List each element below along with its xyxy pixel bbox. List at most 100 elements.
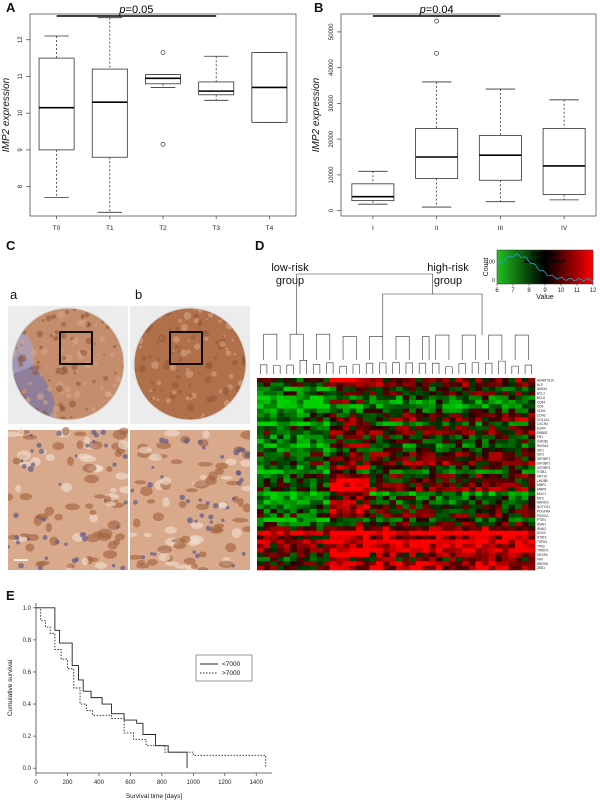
heatmap-cell (396, 552, 403, 558)
heatmap-cell (422, 530, 430, 536)
heatmap-cell (475, 526, 483, 532)
heatmap-cell (323, 556, 331, 562)
gene-label: TGFB1 (537, 540, 547, 544)
heatmap-cell (356, 526, 364, 532)
heatmap-cell (435, 417, 443, 422)
heatmap-cell (362, 478, 370, 484)
heatmap-cell (442, 526, 450, 532)
heatmap-cell (356, 495, 364, 501)
heatmap-cell (429, 513, 437, 518)
heatmap-cell (283, 500, 291, 505)
heatmap-cell (515, 452, 523, 457)
heatmap-cell (316, 482, 324, 488)
heatmap-cell (369, 404, 377, 409)
heatmap-cell (263, 517, 271, 523)
heatmap-cell (336, 500, 344, 505)
heatmap-cell (495, 417, 503, 422)
heatmap-cell (389, 465, 397, 470)
heatmap-cell (276, 500, 284, 505)
heatmap-cell (482, 543, 489, 549)
heatmap-cell (468, 456, 476, 462)
heatmap-cell (468, 391, 476, 396)
tissue-texture (206, 362, 213, 369)
heatmap-cell (415, 478, 423, 484)
heatmap-cell (501, 526, 509, 532)
heatmap-cell (448, 426, 456, 431)
heatmap-cell (290, 460, 298, 466)
heatmap-cell (415, 522, 423, 527)
nucleus (233, 449, 240, 456)
heatmap-cell (263, 417, 271, 422)
tissue-texture (62, 355, 67, 361)
tissue-texture (85, 337, 93, 345)
heatmap-cell (448, 430, 456, 436)
heatmap-cell (290, 465, 298, 470)
heatmap-cell (435, 404, 443, 409)
heatmap-cell (528, 543, 536, 549)
heatmap-cell (429, 491, 437, 497)
heatmap-cell (389, 447, 397, 453)
dendrogram-branch (435, 334, 450, 360)
heatmap-cell (488, 552, 496, 558)
heatmap-cell (369, 465, 377, 470)
heatmap-cell (323, 399, 331, 405)
heatmap-cell (455, 478, 463, 484)
heatmap-cell (422, 430, 430, 436)
heatmap-cell (409, 552, 417, 558)
heatmap-cell (515, 395, 523, 401)
heatmap-cell (296, 495, 304, 501)
heatmap-cell (343, 404, 350, 409)
heatmap-cell (356, 474, 364, 479)
heatmap-cell (263, 460, 271, 466)
heatmap-cell (389, 382, 397, 388)
heatmap-cell (309, 460, 317, 466)
heatmap-cell (495, 504, 503, 510)
heatmap-cell (422, 526, 430, 532)
heatmap-cell (362, 404, 370, 409)
heatmap-cell (468, 378, 476, 383)
heatmap-cell (508, 513, 516, 518)
dendrogram-branch (498, 360, 506, 374)
heatmap-cell (323, 408, 331, 414)
heatmap-cell (501, 530, 509, 536)
heatmap-cell (369, 408, 377, 414)
heatmap-cell (455, 426, 463, 431)
heatmap-cell (296, 539, 304, 545)
heatmap-cell (521, 412, 529, 418)
cell-texture (171, 538, 186, 543)
heatmap-cell (382, 465, 390, 470)
gene-label: TP53 (537, 544, 545, 548)
cell-texture (33, 516, 43, 526)
heatmap-cell (462, 408, 470, 414)
y-tick-label: 10000 (329, 166, 335, 183)
heatmap-cell (303, 517, 311, 523)
heatmap-cell (376, 535, 384, 540)
heatmap-cell (276, 543, 284, 549)
heatmap-cell (396, 539, 403, 545)
heatmap-cell (356, 478, 364, 484)
low-risk-label: low-risk group (271, 262, 309, 287)
heatmap-cell (475, 508, 483, 514)
heatmap-cell (309, 530, 317, 536)
heatmap-cell (290, 474, 298, 479)
heatmap-cell (316, 421, 324, 427)
heatmap-cell (276, 530, 284, 536)
heatmap-cell (369, 421, 377, 427)
heatmap-cell (283, 412, 291, 418)
dendrogram-branch (488, 334, 503, 360)
heatmap-cell (468, 548, 476, 553)
heatmap-cell (462, 452, 470, 457)
heatmap-cell (349, 482, 357, 488)
heatmap-cell (257, 500, 264, 505)
heatmap-cell (270, 487, 278, 492)
cell-texture (89, 509, 97, 516)
heatmap-cell (521, 439, 529, 444)
x-tick-label: 1000 (187, 780, 201, 786)
heatmap-cell (455, 469, 463, 475)
heatmap-cell (521, 561, 529, 566)
nucleus (195, 553, 200, 559)
heatmap-cell (402, 474, 410, 479)
heatmap-cell (495, 565, 503, 571)
heatmap-cell (270, 522, 278, 527)
